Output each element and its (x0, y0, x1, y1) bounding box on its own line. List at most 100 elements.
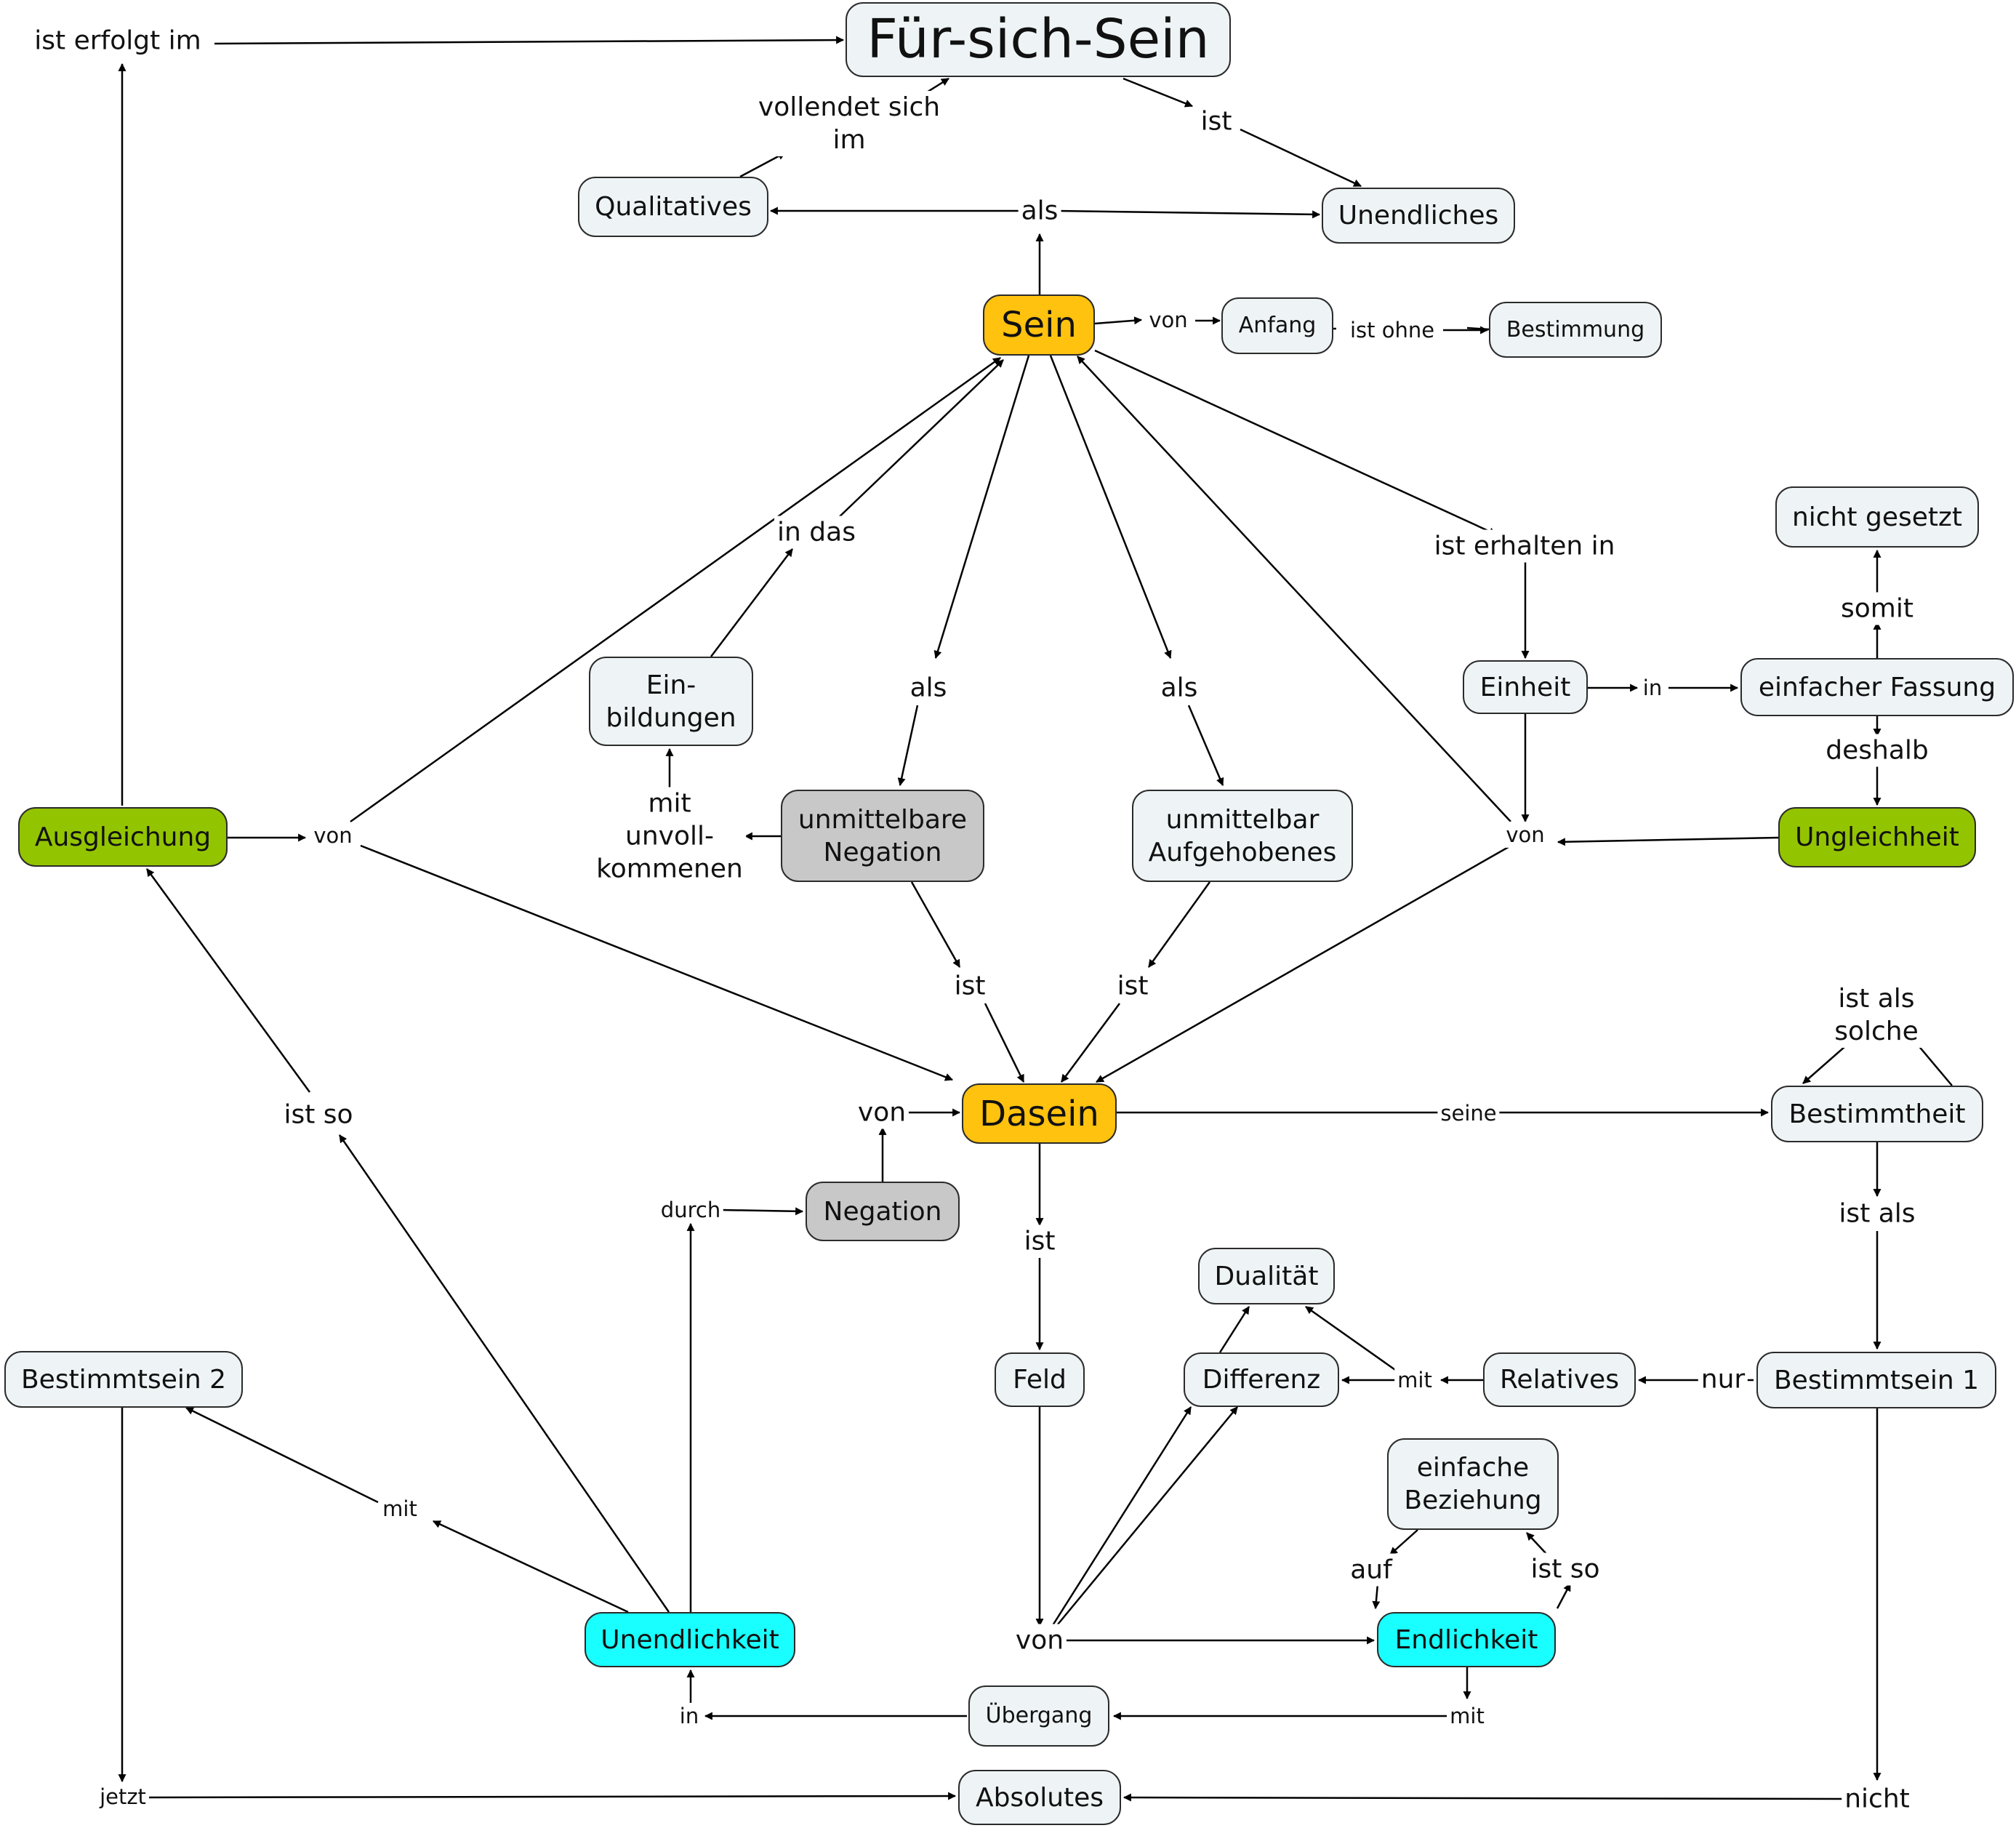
node-nicht-gesetzt[interactable]: nicht gesetzt (1775, 486, 1979, 548)
link-label-in-das: in das (774, 516, 859, 549)
link-label-von-bottom: von (1012, 1624, 1067, 1657)
link-label-als-right: als (1157, 671, 1201, 705)
link-label-ist-so-left: ist so (281, 1098, 356, 1131)
link-label-als-top: als (1018, 194, 1061, 228)
connector-line (1556, 1583, 1572, 1609)
link-label-ist-erhalten-in: ist erhalten in (1431, 529, 1618, 563)
link-label-ist-unendliches: ist (1197, 105, 1235, 138)
node-dasein[interactable]: Dasein (962, 1083, 1117, 1144)
link-label-mit-bestimmtsein2: mit (379, 1495, 420, 1523)
node-anfang[interactable]: Anfang (1221, 297, 1333, 354)
connector-line (433, 1520, 629, 1613)
connector-line (145, 868, 311, 1093)
node-bestimmtsein-1[interactable]: Bestimmtsein 1 (1756, 1352, 1996, 1408)
connector-line (1057, 209, 1321, 219)
link-label-somit: somit (1838, 592, 1916, 625)
node-dualitaet[interactable]: Dualität (1198, 1248, 1335, 1304)
connector-line (739, 151, 786, 178)
link-label-ist-so-right: ist so (1527, 1552, 1603, 1586)
connector-line (1147, 881, 1211, 968)
link-label-ist-left: ist (951, 969, 989, 1003)
connector-line (710, 548, 793, 657)
node-ausgleichung[interactable]: Ausgleichung (18, 807, 228, 867)
connector-line (1240, 128, 1362, 188)
link-label-von-right: von (1503, 821, 1548, 849)
link-label-mit-unvollkommenen: mit unvoll- kommenen (593, 787, 746, 886)
connector-line (835, 359, 1004, 521)
node-einfacher-fassung[interactable]: einfacher Fassung (1740, 658, 2014, 716)
node-einbildungen[interactable]: Ein- bildungen (589, 657, 753, 746)
connector-line (897, 705, 919, 787)
connector-line (933, 355, 1030, 660)
node-unendliches[interactable]: Unendliches (1322, 188, 1515, 244)
connector-line (1077, 356, 1511, 822)
node-unmittelbar-aufgehobenes[interactable]: unmittelbar Aufgehobenes (1132, 790, 1353, 882)
link-label-von-negation: von (854, 1096, 909, 1129)
node-unendlichkeit[interactable]: Unendlichkeit (585, 1612, 795, 1667)
node-endlichkeit[interactable]: Endlichkeit (1377, 1612, 1556, 1667)
link-label-durch: durch (657, 1196, 724, 1224)
node-sein[interactable]: Sein (983, 294, 1095, 356)
node-relatives[interactable]: Relatives (1483, 1352, 1636, 1407)
connector-line (338, 1134, 670, 1613)
connector-line (1218, 1306, 1250, 1353)
link-label-ist-feld: ist (1021, 1224, 1059, 1258)
connector-line (141, 1792, 957, 1800)
connector-line (1557, 836, 1779, 846)
node-einheit[interactable]: Einheit (1463, 660, 1588, 714)
connector-line (1060, 1003, 1121, 1083)
connector-line (1094, 316, 1143, 325)
node-einfache-beziehung[interactable]: einfache Beziehung (1387, 1438, 1559, 1530)
connector-line (360, 844, 954, 1081)
link-label-seine: seine (1437, 1099, 1500, 1127)
connector-line (1094, 349, 1497, 536)
connector-line (1389, 1529, 1418, 1555)
node-unmittelbare-negation[interactable]: unmittelbare Negation (781, 790, 984, 882)
link-label-ist-right: ist (1114, 969, 1152, 1003)
connector-line (1526, 1532, 1548, 1555)
node-uebergang[interactable]: Übergang (968, 1685, 1109, 1747)
link-label-ist-ohne: ist ohne (1346, 316, 1438, 344)
link-label-von-anfang: von (1146, 306, 1191, 334)
node-differenz[interactable]: Differenz (1184, 1352, 1339, 1407)
link-label-nur: nur (1698, 1363, 1748, 1396)
node-fuer-sich-sein[interactable]: Für-sich-Sein (846, 2, 1231, 77)
connector-line (984, 1003, 1025, 1083)
connector-line (1372, 1583, 1381, 1610)
connector-line (720, 1207, 804, 1216)
link-label-vollendet-sich-im: vollendet sich im (755, 91, 944, 156)
link-label-mit-differenz: mit (1394, 1366, 1435, 1394)
node-bestimmung[interactable]: Bestimmung (1489, 302, 1662, 358)
node-feld[interactable]: Feld (995, 1352, 1085, 1407)
connector-line (1305, 1305, 1398, 1373)
link-label-jetzt: jetzt (97, 1783, 149, 1811)
connector-line (1049, 1406, 1192, 1629)
link-label-als-left: als (907, 671, 950, 705)
connector-line (910, 881, 961, 968)
node-qualitatives[interactable]: Qualitatives (578, 177, 768, 237)
node-absolutes[interactable]: Absolutes (958, 1770, 1121, 1825)
link-label-in-einheit: in (1639, 674, 1666, 702)
connector-line (1049, 355, 1172, 660)
connector-line (185, 1406, 379, 1504)
node-ungleichheit[interactable]: Ungleichheit (1778, 807, 1976, 867)
connector-line (1096, 843, 1513, 1083)
link-label-ist-als: ist als (1836, 1197, 1919, 1230)
link-label-nicht: nicht (1842, 1782, 1913, 1816)
link-label-mit-endlichkeit: mit (1447, 1702, 1487, 1730)
connector-line (1123, 77, 1194, 108)
link-label-von-left: von (310, 822, 356, 849)
link-label-in-unendlichkeit: in (676, 1702, 702, 1730)
connector-line (350, 356, 1001, 823)
node-bestimmtheit[interactable]: Bestimmtheit (1771, 1086, 1983, 1142)
node-negation[interactable]: Negation (806, 1182, 960, 1241)
connector-line (1466, 326, 1490, 331)
node-bestimmtsein-2[interactable]: Bestimmtsein 2 (4, 1351, 243, 1408)
connector-line (1123, 1793, 1862, 1802)
link-label-ist-erfolgt-im: ist erfolgt im (31, 24, 204, 57)
connector-line (214, 36, 845, 45)
link-label-deshalb: deshalb (1823, 734, 1932, 767)
connector-line (1187, 705, 1224, 787)
